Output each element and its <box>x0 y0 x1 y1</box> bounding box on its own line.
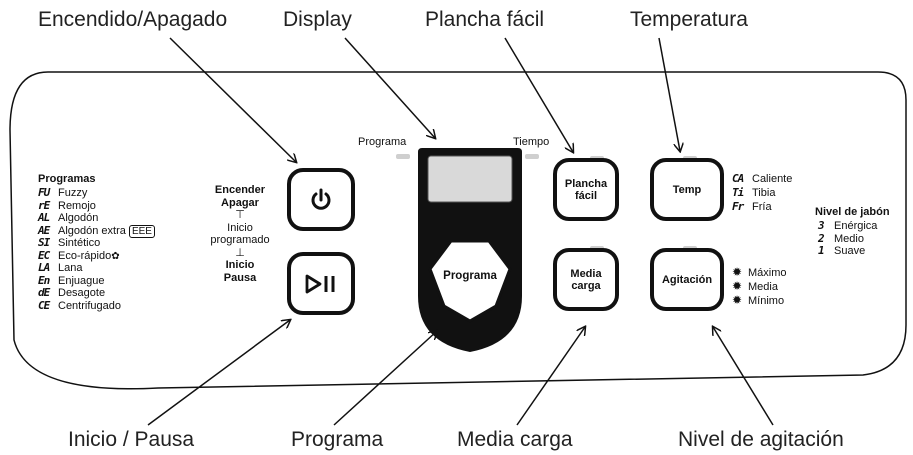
leader-power <box>169 37 296 162</box>
sun-icon: ✹ <box>732 279 743 293</box>
leader-agitation <box>713 327 774 426</box>
programs-title: Programas <box>38 173 96 185</box>
agitation-option: ✹Media <box>732 279 778 294</box>
callout-temperature: Temperatura <box>630 8 748 31</box>
agitation-option: ✹Mínimo <box>732 293 785 308</box>
temp-label: Temp <box>672 183 702 196</box>
arrow-up: ⊤ <box>235 209 245 221</box>
power-icon <box>311 188 331 210</box>
agitation-option: ✹Máximo <box>732 265 787 280</box>
callout-power: Encendido/Apagado <box>38 8 228 31</box>
display-capsule <box>418 148 522 352</box>
label-on: Encender <box>214 184 266 196</box>
label-timer-1: Inicio <box>227 221 253 234</box>
leader-start-pause <box>147 320 290 426</box>
program-button[interactable]: Programa <box>443 270 497 282</box>
power-labels: Encender Apagar ⊤ Inicio programado ⊥ In… <box>200 184 280 284</box>
soap-title: Nivel de jabón <box>815 206 890 218</box>
power-button[interactable] <box>287 168 355 231</box>
display-label-time: Tiempo <box>513 136 550 148</box>
label-timer-2: programado <box>210 234 270 246</box>
agitation-label: Agitación <box>661 273 713 286</box>
leader-temperature <box>658 37 680 151</box>
agitation-options: ✹Máximo ✹Media ✹Mínimo <box>732 266 787 308</box>
temp-button[interactable]: Temp <box>650 158 724 221</box>
leaf-icon: ✿ <box>111 250 120 262</box>
callout-half-load: Media carga <box>457 428 573 451</box>
label-off: Apagar <box>221 196 259 209</box>
lcd-screen <box>427 155 513 203</box>
leader-half-load <box>516 327 585 426</box>
program-knob[interactable] <box>428 239 512 323</box>
leader-easy-iron <box>504 37 573 152</box>
label-start: Inicio <box>225 259 255 271</box>
sun-icon: ✹ <box>732 293 743 307</box>
sun-icon: ✹ <box>732 265 743 279</box>
play-pause-icon <box>305 274 335 293</box>
agitation-button[interactable]: Agitación <box>650 248 724 311</box>
label-pause: Pausa <box>223 271 257 284</box>
energy-badge: EEE <box>128 224 155 238</box>
start-pause-button[interactable] <box>287 252 355 315</box>
callout-start-pause: Inicio / Pausa <box>68 428 195 451</box>
time-led <box>525 154 539 159</box>
callout-program: Programa <box>291 428 384 451</box>
leader-program <box>333 331 437 426</box>
display-label-program: Programa <box>358 136 407 148</box>
program-led <box>396 154 410 159</box>
leader-display <box>344 37 435 138</box>
callout-agitation-level: Nivel de agitación <box>678 428 844 451</box>
arrow-down: ⊥ <box>235 246 245 259</box>
callout-easy-iron: Plancha fácil <box>425 8 545 31</box>
callout-display: Display <box>283 8 352 31</box>
